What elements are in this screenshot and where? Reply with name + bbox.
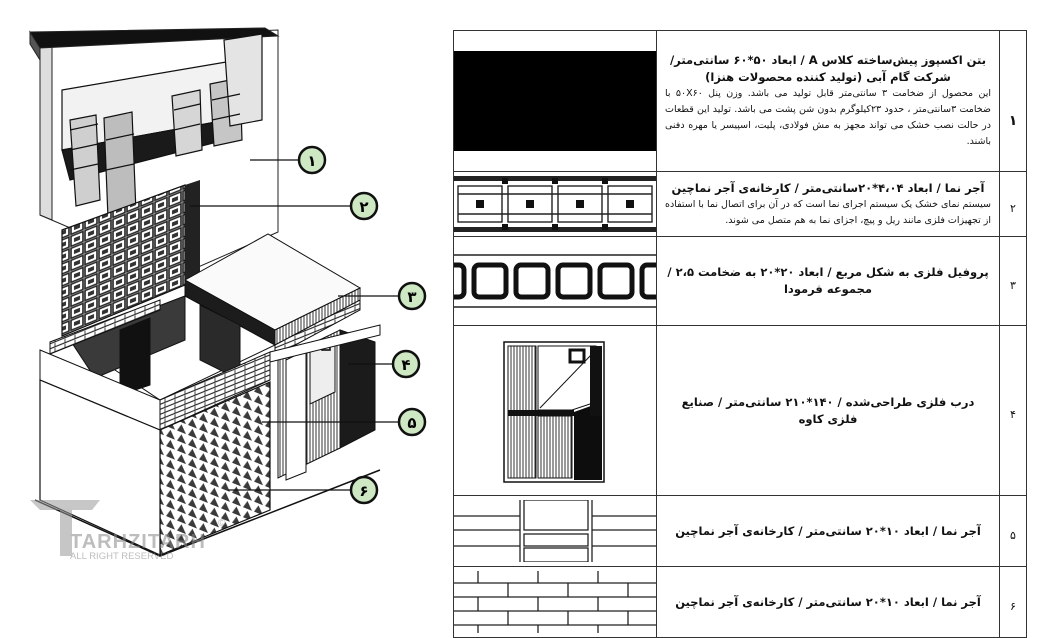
material-swatch-square-profile xyxy=(453,236,657,326)
callout-1-label: ۱ xyxy=(307,152,316,170)
callout-4: ۴ xyxy=(391,349,421,379)
table-row: ۳ پروفیل فلزی به شکل مربع / ابعاد ۲۰*۲۰ … xyxy=(453,236,1027,326)
row-description: بتن اکسپوز پیش‌ساخته کلاس A / ابعاد ۵۰*۶… xyxy=(656,30,1000,172)
row-title: درب فلزی طراحی‌شده / ۱۴۰*۲۱۰ سانتی‌متر /… xyxy=(681,394,975,426)
leader-lines xyxy=(190,159,398,491)
row-number: ۲ xyxy=(999,171,1027,237)
table-row: ۱ بتن اکسپوز پیش‌ساخته کلاس A / ابعاد ۵۰… xyxy=(453,30,1027,172)
row-description: آجر نما / ابعاد ۱۰*۲۰ سانتی‌متر / کارخان… xyxy=(656,495,1000,567)
row-text: سیستم نمای خشک یک سیستم اجرای نما است که… xyxy=(665,198,991,226)
row-description: درب فلزی طراحی‌شده / ۱۴۰*۲۱۰ سانتی‌متر /… xyxy=(656,325,1000,496)
watermark-sub: ALL RIGHT RESERVED xyxy=(70,551,173,562)
row-title: آجر نما / ابعاد ۴،۰۴*۲۰سانتی‌متر / کارخا… xyxy=(671,180,985,195)
watermark-logo: TARHZITARH ALL RIGHT RESERVED © xyxy=(30,500,226,562)
screen-shadow xyxy=(185,180,200,285)
callout-2-label: ۲ xyxy=(359,198,368,216)
facade-axonometric-drawing: ۱ ۲ ۳ ۴ ۵ ۶ TARHZITARH ALL RIGHT RESERVE… xyxy=(29,27,427,562)
metal-door xyxy=(269,324,381,481)
row-number: ۴ xyxy=(999,325,1027,496)
row-title: آجر نما / ابعاد ۱۰*۲۰ سانتی‌متر / کارخان… xyxy=(675,594,981,609)
material-swatch-precast-concrete xyxy=(453,30,657,172)
steel-profile-band xyxy=(49,299,161,355)
ground-line xyxy=(34,469,381,557)
watermark-brand: TARHZITARH xyxy=(70,531,206,553)
table-row: ۵ آجر نما / ابعاد ۱۰*۲۰ سانتی‌متر / کارخ… xyxy=(453,495,1027,567)
material-swatch-metal-door xyxy=(453,325,657,496)
callout-4-label: ۴ xyxy=(401,356,410,374)
callout-5-label: ۵ xyxy=(407,414,416,432)
row-title: پروفیل فلزی به شکل مربع / ابعاد ۲۰*۲۰ به… xyxy=(667,265,989,296)
row-description: آجر نما / ابعاد ۴،۰۴*۲۰سانتی‌متر / کارخا… xyxy=(656,171,1000,237)
row-description: آجر نما / ابعاد ۱۰*۲۰ سانتی‌متر / کارخان… xyxy=(656,566,1000,638)
row-title: بتن اکسپوز پیش‌ساخته کلاس A / ابعاد ۵۰*۶… xyxy=(669,53,987,84)
row-number: ۳ xyxy=(999,236,1027,326)
callout-1: ۱ xyxy=(297,145,327,175)
callout-6: ۶ xyxy=(349,475,379,505)
row-title: آجر نما / ابعاد ۱۰*۲۰ سانتی‌متر / کارخان… xyxy=(675,523,981,538)
row-description: پروفیل فلزی به شکل مربع / ابعاد ۲۰*۲۰ به… xyxy=(656,236,1000,326)
materials-table: ۱ بتن اکسپوز پیش‌ساخته کلاس A / ابعاد ۵۰… xyxy=(453,30,1027,638)
louver-frames xyxy=(61,33,263,219)
callout-3-label: ۳ xyxy=(407,288,416,306)
canopy-slab xyxy=(183,233,362,346)
material-swatch-screen-brick xyxy=(453,171,657,237)
row-number: ۱ xyxy=(999,30,1027,172)
callout-3: ۳ xyxy=(397,281,427,311)
table-row: ۴ درب فلزی طراحی‌شده / ۱۴۰*۲۱۰ سانتی‌متر… xyxy=(453,325,1027,496)
callout-6-label: ۶ xyxy=(359,482,368,500)
callout-2: ۲ xyxy=(349,191,379,221)
material-swatch-brick-stack xyxy=(453,495,657,567)
row-text: این محصول از ضخامت ۳ سانتی‌متر قابل تولی… xyxy=(665,88,991,147)
table-row: ۶ آجر نما / ابعاد ۱۰*۲۰ سانتی‌متر / کارخ… xyxy=(453,566,1027,638)
table-row: ۲ آجر نما / ابعاد ۴،۰۴*۲۰سانتی‌متر / کار… xyxy=(453,171,1027,237)
callout-5: ۵ xyxy=(397,407,427,437)
row-number: ۶ xyxy=(999,566,1027,638)
watermark-copyright: © xyxy=(218,518,226,529)
row-number: ۵ xyxy=(999,495,1027,567)
material-swatch-brick-running-bond xyxy=(453,566,657,638)
